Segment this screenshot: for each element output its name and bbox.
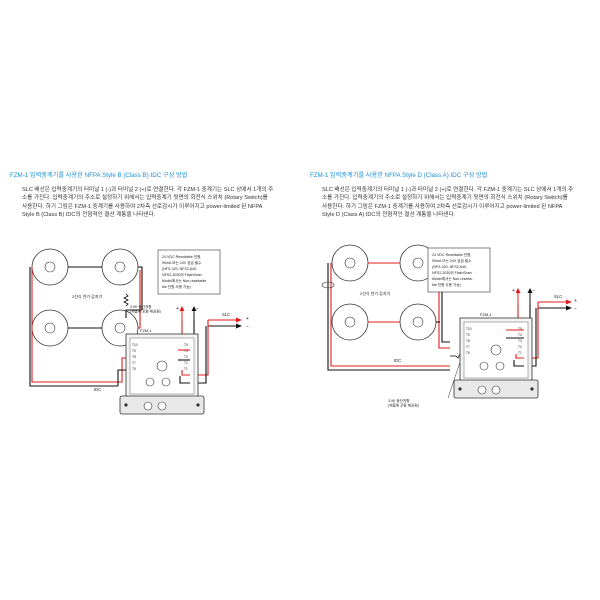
wiring-diagram-style-d: 2선식 연기 감지기 IDC 3.9K 종단저항 (제품에 포함 제공됨) 24…: [321, 244, 577, 408]
idc-label: IDC: [394, 358, 401, 363]
svg-text:T9: T9: [132, 349, 136, 353]
svg-text:T2: T2: [184, 361, 188, 365]
svg-text:T3: T3: [518, 339, 522, 343]
module-label: FZM-1: [140, 328, 153, 333]
panel-description: SLC 배선은 입력중계기의 터미널 1 (-)과 터미널 2 (+)로 연결한…: [322, 187, 574, 219]
panel-style-d: FZM-1 입력중계기를 사용한 NFPA Style D (Class A) …: [310, 170, 590, 430]
svg-text:+: +: [512, 288, 515, 294]
terminal-labels: T10 T9 T8 T7 T6 T5 T4 T3 T2 T1: [466, 327, 522, 355]
slc-output-arrows: + −: [208, 316, 249, 330]
svg-text:Model에서는 Non-resetta-: Model에서는 Non-resetta-: [432, 276, 473, 281]
wiring-diagram-style-b: 2선식 연기 감지기 3.9K 종단저항 (제품에 포함 제공됨) IDC 24…: [29, 248, 249, 415]
smoke-detector-bottom-right: [399, 303, 437, 341]
resistor-label-line1: 3.9K 종단저항: [130, 304, 152, 309]
svg-text:T5: T5: [518, 327, 522, 331]
svg-text:T7: T7: [132, 361, 136, 365]
svg-text:T4: T4: [518, 333, 522, 337]
resistor-label-line1: 3.9K 종단저항: [388, 398, 410, 403]
module-wire-connections: [506, 329, 524, 367]
power-input-arrows: + −: [176, 306, 199, 320]
svg-text:T10: T10: [132, 343, 138, 347]
svg-text:−: −: [574, 306, 577, 312]
svg-text:T6: T6: [132, 367, 136, 371]
svg-text:24 VDC Resettable 전원,: 24 VDC Resettable 전원,: [162, 254, 201, 259]
svg-text:T7: T7: [466, 345, 470, 349]
svg-text:T8: T8: [466, 339, 470, 343]
idc-label: IDC: [94, 387, 101, 392]
svg-text:T6: T6: [466, 351, 470, 355]
detector-label: 2선식 연기 감지기: [72, 293, 103, 299]
power-note-text: 24 VDC Resettable 전원, 90mA 또는 24V 공급 필수 …: [432, 252, 473, 287]
power-note-text: 24 VDC Resettable 전원, 90mA 또는 24V 공급 필수 …: [162, 254, 206, 289]
svg-text:T4: T4: [184, 349, 188, 353]
svg-text:T10: T10: [466, 327, 472, 331]
svg-text:−: −: [532, 288, 535, 294]
idc-wiring: [29, 266, 143, 387]
detector-label: 2선식 연기 감지기: [360, 290, 391, 296]
svg-text:90mA 또는 24V 공급 필수: 90mA 또는 24V 공급 필수: [162, 260, 202, 265]
slc-output-arrows: + −: [538, 298, 577, 312]
svg-text:T1: T1: [518, 351, 522, 355]
end-of-line-resistor: [123, 293, 129, 307]
svg-text:90mA 또는 24V 공급 필수: 90mA 또는 24V 공급 필수: [432, 258, 472, 263]
power-input-arrows: + −: [512, 288, 535, 304]
wire-pair-marker: [321, 281, 335, 289]
svg-text:(NFS-320, NFS2-640,: (NFS-320, NFS2-640,: [162, 267, 197, 271]
svg-text:T8: T8: [132, 355, 136, 359]
smoke-detector-top-left: [31, 248, 69, 286]
panel-style-b: FZM-1 입력중계기를 사용한 NFPA Style B (Class B) …: [10, 170, 290, 430]
panel-title: FZM-1 입력중계기를 사용한 NFPA Style D (Class A) …: [310, 172, 488, 179]
svg-text:T5: T5: [184, 343, 188, 347]
module-wire-connections: [178, 349, 190, 384]
svg-text:NFS2-3030의 FlashScan: NFS2-3030의 FlashScan: [432, 270, 472, 275]
svg-text:(NFS-320, NFS2-640,: (NFS-320, NFS2-640,: [432, 265, 467, 269]
svg-text:+: +: [574, 298, 577, 304]
idc-wiring: [327, 262, 450, 371]
svg-text:+: +: [176, 306, 179, 312]
svg-text:+: +: [246, 316, 249, 322]
svg-text:ble 전원 사용 가능): ble 전원 사용 가능): [162, 284, 191, 289]
svg-text:NFS2-3030의 FlashScan: NFS2-3030의 FlashScan: [162, 272, 202, 277]
panel-title: FZM-1 입력중계기를 사용한 NFPA Style B (Class B) …: [10, 172, 188, 179]
svg-text:T3: T3: [184, 355, 188, 359]
svg-text:T9: T9: [466, 333, 470, 337]
svg-text:−: −: [246, 324, 249, 330]
svg-text:24 VDC Resettable 전원,: 24 VDC Resettable 전원,: [432, 252, 471, 257]
svg-text:ble 전원 사용 가능): ble 전원 사용 가능): [432, 282, 461, 287]
slc-label: SLC: [222, 312, 230, 317]
svg-text:Model에서는 Non-resettable: Model에서는 Non-resettable: [162, 278, 206, 283]
smoke-detector-top-left: [331, 244, 369, 282]
svg-text:T2: T2: [518, 345, 522, 349]
slc-label: SLC: [554, 294, 562, 299]
power-note-box: [157, 249, 221, 295]
power-note-box: [427, 247, 491, 293]
terminal-labels: T10 T9 T8 T7 T6 T5 T4 T3 T2 T1: [132, 343, 188, 371]
smoke-detector-bottom-left: [331, 303, 369, 341]
smoke-detector-top-right: [101, 248, 139, 286]
module-label: FZM-1: [480, 312, 493, 317]
fzm-1-module: FZM-1: [453, 312, 539, 399]
resistor-label-line2: (제품에 포함 제공됨): [130, 309, 161, 314]
smoke-detector-bottom-left: [31, 309, 69, 347]
panel-description: SLC 배선은 입력중계기의 터미널 1 (-)과 터미널 2 (+)로 연결한…: [22, 187, 274, 219]
svg-text:−: −: [196, 306, 199, 312]
svg-text:T1: T1: [184, 367, 188, 371]
fzm-1-module: FZM-1: [119, 328, 205, 415]
resistor-label-line2: (제품에 포함 제공됨): [388, 403, 419, 408]
